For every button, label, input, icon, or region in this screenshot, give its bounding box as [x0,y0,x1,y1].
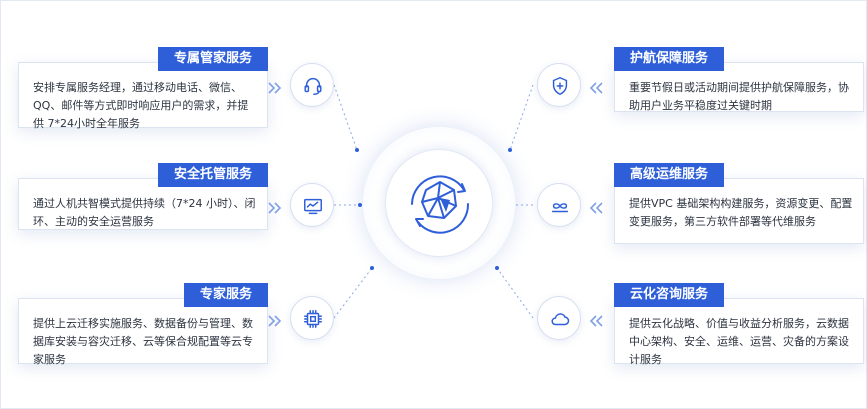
globe-network-icon [411,175,470,234]
chevrons-left-icon [585,199,603,214]
card-title: 云化咨询服务 [614,283,725,307]
cloud-icon [537,296,581,340]
monitor-icon [290,183,334,227]
card-body: 安排专属服务经理，通过移动电话、微信、QQ、邮件等方式即时响应用户的需求，并提供… [33,81,249,130]
card-advanced-ops: 高级运维服务 提供VPC 基础架构构建服务，资源变更、配置变更服务，第三方软件部… [614,163,864,244]
card-title: 专家服务 [183,283,268,307]
chip-icon [290,296,334,340]
shield-plus-icon [537,63,581,107]
card-escort: 护航保障服务 重要节假日或活动期间提供护航保障服务，协助用户业务平稳度过关键时期 [614,47,864,112]
center-logo [363,127,515,279]
chevrons-left-icon [585,79,603,94]
headset-icon [290,63,334,107]
card-body: 提供VPC 基础架构构建服务，资源变更、配置变更服务，第三方软件部署等代维服务 [629,197,853,228]
card-title: 高级运维服务 [614,163,725,187]
card-body: 重要节假日或活动期间提供护航保障服务，协助用户业务平稳度过关键时期 [629,81,849,112]
chevrons-left-icon [585,312,603,327]
card-security-hosting: 安全托管服务 通过人机共智模式提供持续（7*24 小时）、闭环、主动的安全运营服… [18,163,268,230]
card-expert: 专家服务 提供上云迁移实施服务、数据备份与管理、数据库安装与容灾迁移、云等保合规… [18,283,268,366]
chevrons-right-icon [268,79,286,94]
card-title: 护航保障服务 [614,47,725,71]
chevrons-right-icon [268,312,286,327]
card-title: 安全托管服务 [157,163,268,187]
center-logo-inner [385,149,493,257]
card-title: 专属管家服务 [157,47,268,71]
chevrons-right-icon [268,199,286,214]
card-managed-butler: 专属管家服务 安排专属服务经理，通过移动电话、微信、QQ、邮件等方式即时响应用户… [18,47,268,130]
card-body: 通过人机共智模式提供持续（7*24 小时）、闭环、主动的安全运营服务 [33,197,256,228]
card-body: 提供云化战略、价值与收益分析服务，云数据中心架构、安全、运维、运营、灾备的方案设… [629,317,849,366]
card-cloud-consult: 云化咨询服务 提供云化战略、价值与收益分析服务，云数据中心架构、安全、运维、运营… [614,283,864,366]
card-body: 提供上云迁移实施服务、数据备份与管理、数据库安装与容灾迁移、云等保合规配置等云专… [33,317,253,366]
infinity-icon [537,183,581,227]
